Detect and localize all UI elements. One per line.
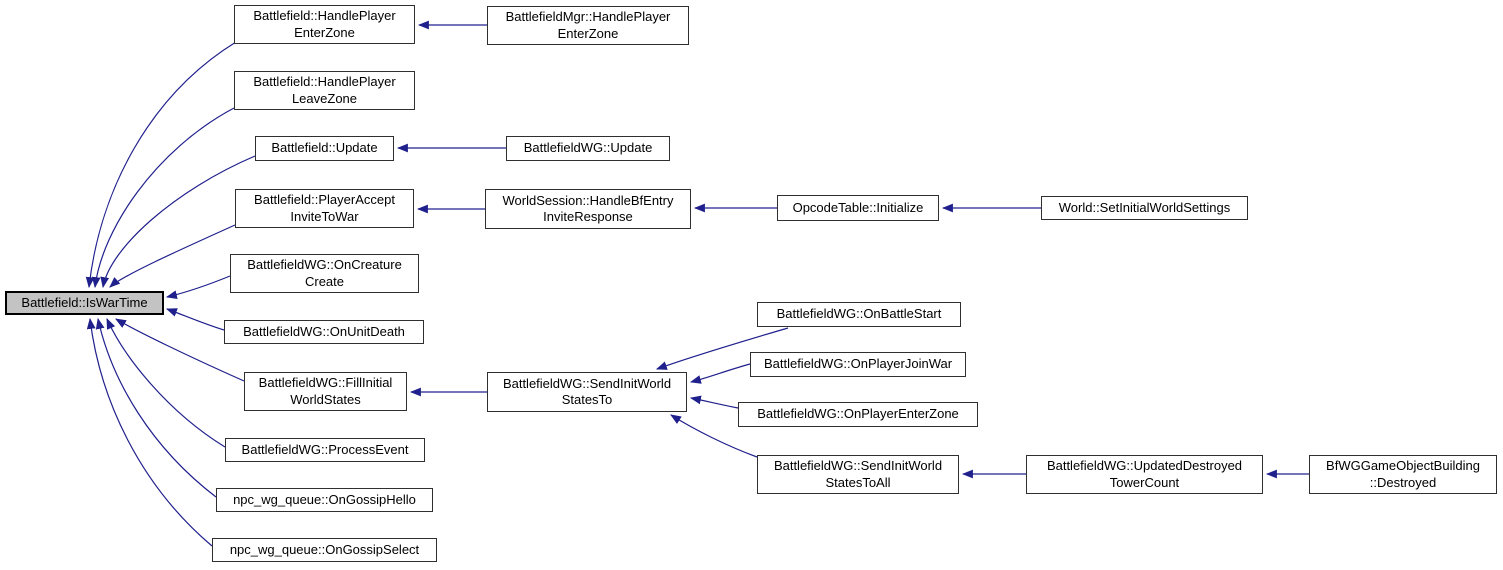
node-battlefieldwg-onunitdeath[interactable]: BattlefieldWG::OnUnitDeath: [224, 320, 424, 344]
edge-sendinitworldstatestoall-sendinitworldstatesto: [670, 414, 758, 458]
node-battlefieldwg-oncreaturecreate[interactable]: BattlefieldWG::OnCreature Create: [230, 254, 419, 293]
edge-onunitdeath-iswartime: [165, 308, 225, 331]
edge-fillinitialworldstates-iswartime: [115, 318, 245, 382]
node-battlefieldwg-fillinitialworldstates[interactable]: BattlefieldWG::FillInitial WorldStates: [244, 372, 407, 411]
edge-handleplayerleavezone-iswartime: [91, 107, 235, 289]
node-battlefieldwg-sendinitworldstatesto[interactable]: BattlefieldWG::SendInitWorld StatesTo: [487, 372, 687, 412]
edge-playeracceptinvitetowar-iswartime: [109, 224, 236, 288]
node-battlefield-update[interactable]: Battlefield::Update: [255, 136, 394, 161]
node-battlefield-handleplayerenterzone[interactable]: Battlefield::HandlePlayer EnterZone: [234, 5, 415, 44]
edge-onplayerenterzone-sendinitworldstatesto: [689, 395, 739, 409]
node-npc-wg-queue-ongossiphello[interactable]: npc_wg_queue::OnGossipHello: [216, 488, 433, 512]
node-battlefieldmgr-handleplayerenterzone[interactable]: BattlefieldMgr::HandlePlayer EnterZone: [487, 6, 689, 45]
node-battlefieldwg-sendinitworldstatestoall[interactable]: BattlefieldWG::SendInitWorld StatesToAll: [757, 455, 959, 494]
node-battlefieldwg-onplayerenterzone[interactable]: BattlefieldWG::OnPlayerEnterZone: [738, 402, 978, 427]
node-battlefieldwg-onbattlestart[interactable]: BattlefieldWG::OnBattleStart: [757, 302, 961, 327]
node-battlefield-playeracceptinvitetowar[interactable]: Battlefield::PlayerAccept InviteToWar: [235, 189, 414, 228]
node-battlefieldwg-processevent[interactable]: BattlefieldWG::ProcessEvent: [225, 438, 425, 462]
edge-onplayerjoinwar-sendinitworldstatesto: [689, 363, 751, 384]
node-battlefield-handleplayerleavezone[interactable]: Battlefield::HandlePlayer LeaveZone: [234, 71, 415, 110]
node-battlefieldwg-onplayerjoinwar[interactable]: BattlefieldWG::OnPlayerJoinWar: [750, 352, 966, 377]
node-bfwggameobjectbuilding-destroyed[interactable]: BfWGGameObjectBuilding ::Destroyed: [1309, 455, 1497, 494]
edge-onbattlestart-sendinitworldstatesto: [655, 327, 789, 370]
node-world-setinitialworldsettings[interactable]: World::SetInitialWorldSettings: [1041, 196, 1248, 220]
node-npc-wg-queue-ongossipselect[interactable]: npc_wg_queue::OnGossipSelect: [212, 538, 437, 562]
edge-ongossipselect-iswartime: [86, 317, 213, 547]
edge-ongossiphello-iswartime: [95, 317, 217, 498]
edge-oncreaturecreate-iswartime: [165, 275, 231, 299]
edge-update-iswartime: [100, 155, 256, 289]
node-opcodetable-initialize[interactable]: OpcodeTable::Initialize: [777, 195, 939, 221]
edge-processevent-iswartime: [106, 317, 226, 448]
node-battlefieldwg-updateddestroyedtowercount[interactable]: BattlefieldWG::UpdatedDestroyed TowerCou…: [1026, 455, 1263, 494]
node-battlefield-iswartime: Battlefield::IsWarTime: [5, 291, 164, 315]
edge-handleplayerenterzone-iswartime: [85, 41, 237, 289]
node-worldsession-handlebfentryinviteresponse[interactable]: WorldSession::HandleBfEntry InviteRespon…: [485, 189, 691, 229]
node-battlefieldwg-update[interactable]: BattlefieldWG::Update: [506, 136, 670, 161]
